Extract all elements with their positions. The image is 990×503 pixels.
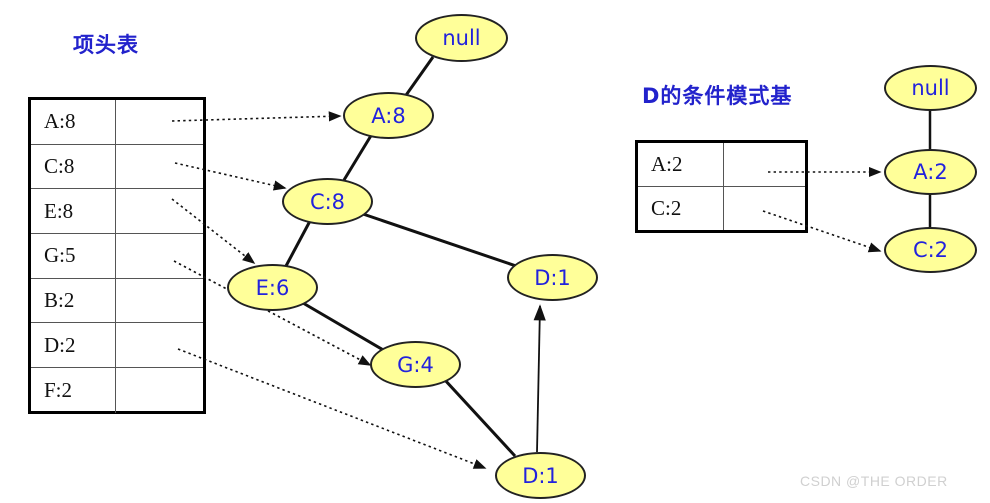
table-row[interactable]: C:8 xyxy=(31,144,203,190)
link-c8-to-d1 xyxy=(362,212,523,270)
pointer-e8 xyxy=(171,198,256,264)
item-label: C:8 xyxy=(31,144,116,189)
item-label: D:2 xyxy=(31,323,116,368)
tree-link-group-left xyxy=(284,56,523,458)
link-g4-to-d1lower xyxy=(442,377,517,458)
tree-node-c2[interactable]: C:2 xyxy=(884,227,977,273)
item-label: E:8 xyxy=(31,189,116,234)
link-a8-to-c8 xyxy=(342,133,374,181)
table-row[interactable]: D:2 xyxy=(31,323,203,369)
pointer-c2 xyxy=(762,210,882,253)
item-label: A:2 xyxy=(638,143,724,186)
table-row[interactable]: E:8 xyxy=(31,189,203,235)
item-label: B:2 xyxy=(31,278,116,323)
tree-node-e6[interactable]: E:6 xyxy=(227,264,318,311)
pointer-d2 xyxy=(177,348,487,469)
tree-node-c8[interactable]: C:8 xyxy=(282,178,373,225)
tree-node-d1-lower[interactable]: D:1 xyxy=(495,452,586,499)
table-row[interactable]: C:2 xyxy=(638,186,805,230)
cond-pattern-base-title: D的条件模式基 xyxy=(642,84,793,108)
pointer-a8 xyxy=(171,111,342,122)
tree-node-null-root-right[interactable]: null xyxy=(884,65,977,111)
watermark-text: CSDN @THE ORDER xyxy=(800,473,948,489)
table-row[interactable]: A:8 xyxy=(31,100,203,145)
tree-node-null-root[interactable]: null xyxy=(415,14,508,62)
link-c8-to-e6 xyxy=(284,220,312,267)
cond-pattern-table: A:2 C:2 xyxy=(635,140,808,233)
link-e6-to-g4 xyxy=(302,301,386,353)
node-link-group-left xyxy=(171,111,487,469)
table-row[interactable]: A:2 xyxy=(638,143,805,187)
table-row[interactable]: F:2 xyxy=(31,368,203,413)
table-row[interactable]: G:5 xyxy=(31,234,203,279)
table-row[interactable]: B:2 xyxy=(31,278,203,324)
link-null-to-a8 xyxy=(402,56,435,99)
item-header-table: A:8 C:8 E:8 G:5 B:2 D:2 F:2 xyxy=(28,97,206,414)
pointer-c8 xyxy=(174,162,287,191)
node-link-group-right xyxy=(762,166,882,253)
tree-node-g4[interactable]: G:4 xyxy=(370,341,461,388)
item-label: C:2 xyxy=(638,186,724,230)
item-header-table-title: 项头表 xyxy=(73,33,139,57)
item-label: A:8 xyxy=(31,100,116,144)
item-label: G:5 xyxy=(31,234,116,278)
tree-node-a2[interactable]: A:2 xyxy=(884,149,977,195)
tree-node-d1-upper[interactable]: D:1 xyxy=(507,254,598,301)
item-label: F:2 xyxy=(31,368,116,413)
tree-node-a8[interactable]: A:8 xyxy=(343,92,434,139)
pointer-g5 xyxy=(173,260,372,366)
